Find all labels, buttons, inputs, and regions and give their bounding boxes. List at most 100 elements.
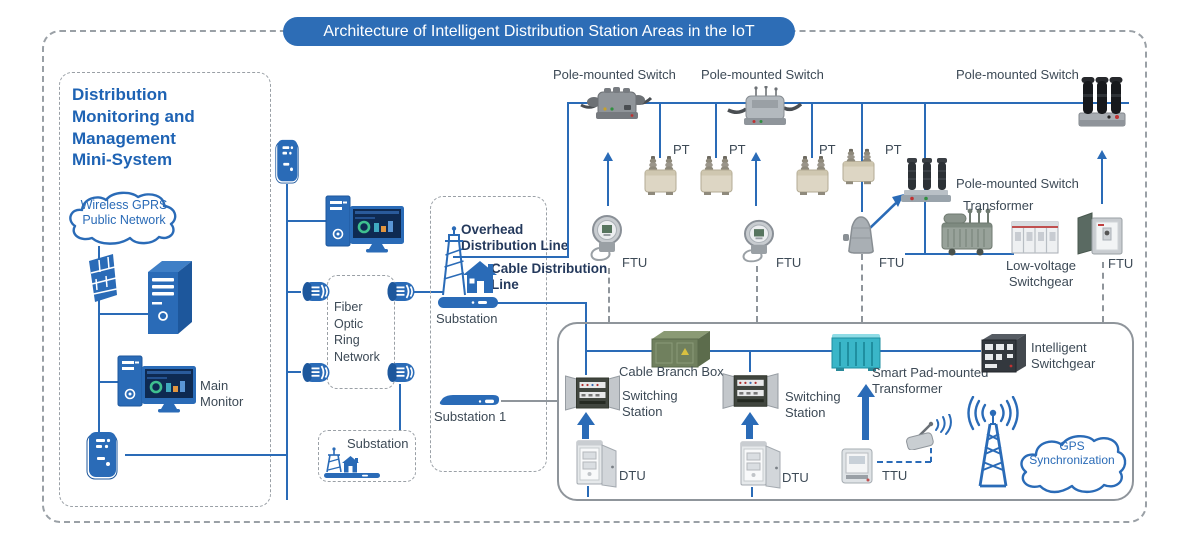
smart-transformer-icon xyxy=(831,334,881,371)
radio-tower-icon xyxy=(967,396,1019,488)
dtu-icon xyxy=(740,441,781,489)
firewall-icon xyxy=(89,254,117,302)
pt-icon xyxy=(842,148,875,185)
drop-line xyxy=(715,103,717,158)
communication-terminal-icon xyxy=(86,431,118,480)
title-banner: Architecture of Intelligent Distribution… xyxy=(283,17,795,46)
pt-icon xyxy=(700,155,733,196)
gprs-cloud-label: Wireless GPRS Public Network xyxy=(80,198,168,227)
switching-station-label: Switching Station xyxy=(622,388,678,419)
gprs-cloud-icon xyxy=(69,191,177,245)
pole-switch-icon xyxy=(901,158,951,202)
feeder-line xyxy=(568,102,1129,104)
cable-line xyxy=(497,302,587,304)
connector-line xyxy=(414,291,444,293)
thick-up-arrow xyxy=(740,412,759,439)
cable-line-label: Cable Distribution Line xyxy=(491,261,608,292)
intelligent-switchgear-label: Intelligent Switchgear xyxy=(1031,340,1096,371)
switching-station-label: Switching Station xyxy=(785,389,841,420)
connector-line xyxy=(399,384,401,431)
up-arrow xyxy=(602,152,615,206)
pt-label: PT xyxy=(885,142,902,157)
gps-cloud-icon xyxy=(1020,435,1127,494)
ttu-label: TTU xyxy=(882,468,908,483)
optical-node-icon xyxy=(386,362,416,383)
lv-switchgear-icon xyxy=(1011,221,1059,254)
pole-switch-label: Pole-mounted Switch xyxy=(956,176,1079,191)
optical-node-icon xyxy=(301,362,331,383)
main-monitor-pc-icon xyxy=(116,354,198,414)
pole-switch-icon xyxy=(580,87,652,119)
connector-line xyxy=(287,371,301,373)
dtu-label: DTU xyxy=(619,468,646,483)
lv-line xyxy=(905,253,1014,255)
pt-label: PT xyxy=(819,142,836,157)
substation1-label: Substation 1 xyxy=(434,409,507,424)
ftu-icon xyxy=(590,215,622,261)
optical-node-icon xyxy=(386,281,416,302)
pole-switch-icon xyxy=(1078,77,1126,127)
backbone-line xyxy=(286,184,288,500)
pt-icon xyxy=(796,155,829,196)
comm-dashed-line xyxy=(756,266,758,322)
drop-line xyxy=(861,103,863,212)
ftu-label: FTU xyxy=(1108,256,1134,271)
monitoring-system-box xyxy=(59,72,271,507)
workstation-pc-icon xyxy=(324,194,406,254)
switching-station-icon xyxy=(722,373,779,409)
gps-label: GPS Synchronization xyxy=(1029,439,1115,468)
substation-icon xyxy=(438,226,498,308)
comm-dashed-line xyxy=(877,461,931,463)
overhead-line-label: Overhead Distribution Line xyxy=(461,222,569,253)
drop-line xyxy=(751,487,753,497)
up-arrow xyxy=(1096,150,1109,204)
ftu-icon xyxy=(742,219,774,263)
ftu-label: FTU xyxy=(776,255,802,270)
switching-station-icon xyxy=(565,375,620,411)
fiber-ring-box xyxy=(327,275,395,389)
ftu-icon xyxy=(843,216,874,254)
pole-switch-label: Pole-mounted Switch xyxy=(956,67,1079,82)
connector-line xyxy=(287,291,301,293)
pole-switch-label: Pole-mounted Switch xyxy=(553,67,676,82)
pole-switch-icon xyxy=(727,86,802,125)
intelligent-switchgear-icon xyxy=(981,334,1026,373)
transformer-icon xyxy=(941,208,993,256)
drop-line xyxy=(659,103,661,158)
main-monitor-label: Main Monitor xyxy=(200,378,244,409)
substation-label: Substation xyxy=(436,311,498,326)
up-arrow xyxy=(750,152,763,206)
comm-dashed-line xyxy=(861,254,863,322)
ftu-label: FTU xyxy=(879,255,905,270)
comm-dashed-line xyxy=(608,268,610,322)
fiber-ring-label: Fiber Optic Ring Network xyxy=(334,300,380,364)
cable-branch-box-icon xyxy=(651,331,710,368)
thick-up-arrow xyxy=(576,412,595,439)
pt-icon xyxy=(644,155,677,196)
ttu-icon xyxy=(841,448,873,484)
substation-box-label: Substation xyxy=(347,436,409,451)
connector-line xyxy=(287,220,330,222)
communication-terminal-icon xyxy=(275,139,299,184)
thick-up-arrow xyxy=(856,384,875,440)
substation-column-box xyxy=(430,196,547,472)
overhead-line xyxy=(453,256,569,258)
lv-switchgear-label: Low-voltage Switchgear xyxy=(1005,258,1077,289)
connector-line xyxy=(125,454,288,456)
ftu-icon xyxy=(1077,212,1123,255)
connector-line xyxy=(98,246,100,437)
cable-branch-box-label: Cable Branch Box xyxy=(619,364,724,379)
optical-node-icon xyxy=(301,281,331,302)
drop-line xyxy=(811,103,813,158)
transformer-label: Transformer xyxy=(963,198,1034,213)
substation-small-icon xyxy=(324,447,380,478)
monitoring-system-heading: Distribution Monitoring and Management M… xyxy=(72,85,195,170)
dtu-label: DTU xyxy=(782,470,809,485)
substation1-device-icon xyxy=(439,395,499,405)
comm-dashed-line xyxy=(1102,262,1104,322)
pt-label: PT xyxy=(729,142,746,157)
ftu-label: FTU xyxy=(622,255,648,270)
pt-label: PT xyxy=(673,142,690,157)
dtu-icon xyxy=(576,440,617,488)
smart-transformer-label: Smart Pad-mounted Transformer xyxy=(872,365,989,396)
